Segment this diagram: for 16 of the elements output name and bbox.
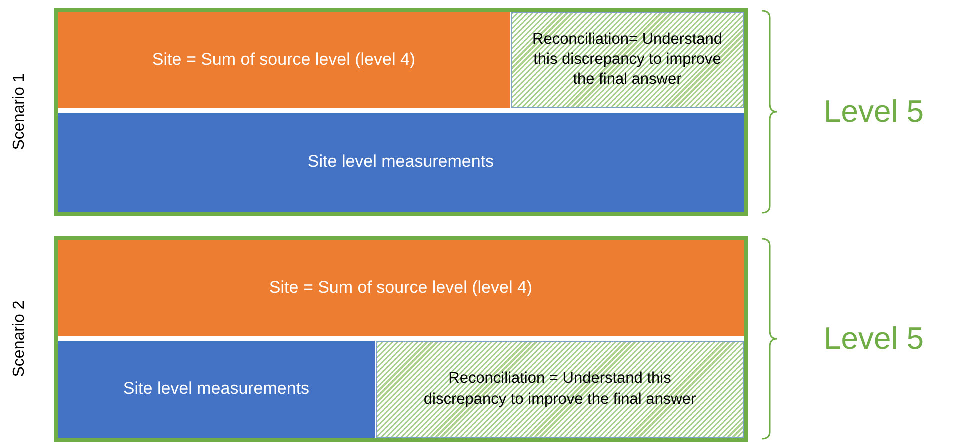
hatched-reconciliation-block (511, 12, 744, 108)
block-text: Reconciliation = Understand this discrepancy to improve the final answer (422, 369, 698, 410)
scenario-label: Scenario 2 (11, 300, 29, 378)
level-label: Level 5 (824, 321, 924, 357)
block-text: Site level measurements (308, 151, 494, 174)
hatched-reconciliation-block (376, 341, 744, 438)
level-label: Level 5 (824, 94, 924, 130)
block-text: Reconciliation= Understand this discrepancy to improve the final answer (532, 30, 724, 90)
block-text: Site = Sum of source level (level 4) (269, 276, 533, 299)
sum-block (58, 240, 744, 336)
measurement-block (58, 113, 744, 212)
block-text: Site level measurements (123, 378, 310, 400)
sum-block (58, 12, 510, 108)
scenario-label: Scenario 1 (11, 74, 29, 150)
measurement-block (58, 341, 375, 438)
block-text: Site = Sum of source level (level 4) (152, 48, 416, 71)
